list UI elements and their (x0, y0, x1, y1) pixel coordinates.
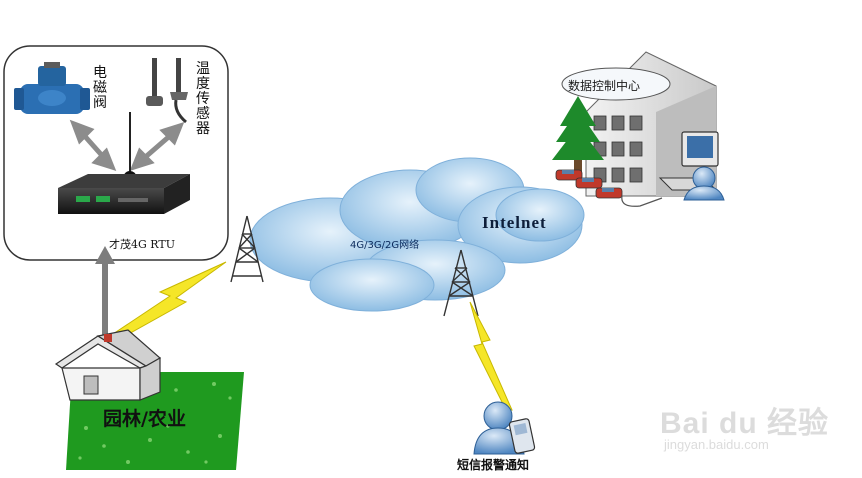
sms-person-icon (473, 401, 536, 455)
pine-tree-icon (552, 96, 604, 174)
valve-arrow (69, 119, 117, 171)
internet-label-text: Intelnet (482, 213, 547, 232)
left-cell-tower-icon (230, 215, 264, 283)
data-center-connection-line (621, 195, 663, 207)
watermark-brand: Bai du 经验 (660, 407, 830, 440)
parked-cars-icon (555, 169, 623, 199)
temperature-sensor-label: 温度传感器 (196, 61, 210, 137)
sensor-arrow (129, 122, 185, 171)
sms-alert-label: 短信报警通知 (457, 458, 530, 472)
house-to-rtu-arrow (95, 246, 115, 340)
right-cell-tower-icon (443, 249, 479, 317)
garden-label-text: 园林/农业 (103, 408, 186, 430)
network-cloud (249, 157, 585, 312)
house-icon (54, 329, 162, 401)
data-center-label-cloud (561, 67, 671, 101)
network-label-text: 4G/3G/2G网络 (350, 240, 420, 251)
phone-lightning-icon (469, 301, 513, 411)
house-lightning-icon (109, 261, 227, 341)
watermark-url: jingyan.baidu.com (664, 437, 769, 452)
solenoid-valve-label: 电磁阀 (93, 65, 107, 111)
rtu-label-text: 才茂4G RTU (109, 238, 175, 251)
data-center-label-text: 数据控制中心 (568, 79, 641, 93)
rtu-device-icon (58, 112, 190, 214)
temperature-sensor-icon (146, 58, 188, 124)
solenoid-valve-icon (14, 62, 90, 114)
computer-workstation-icon (658, 131, 725, 201)
